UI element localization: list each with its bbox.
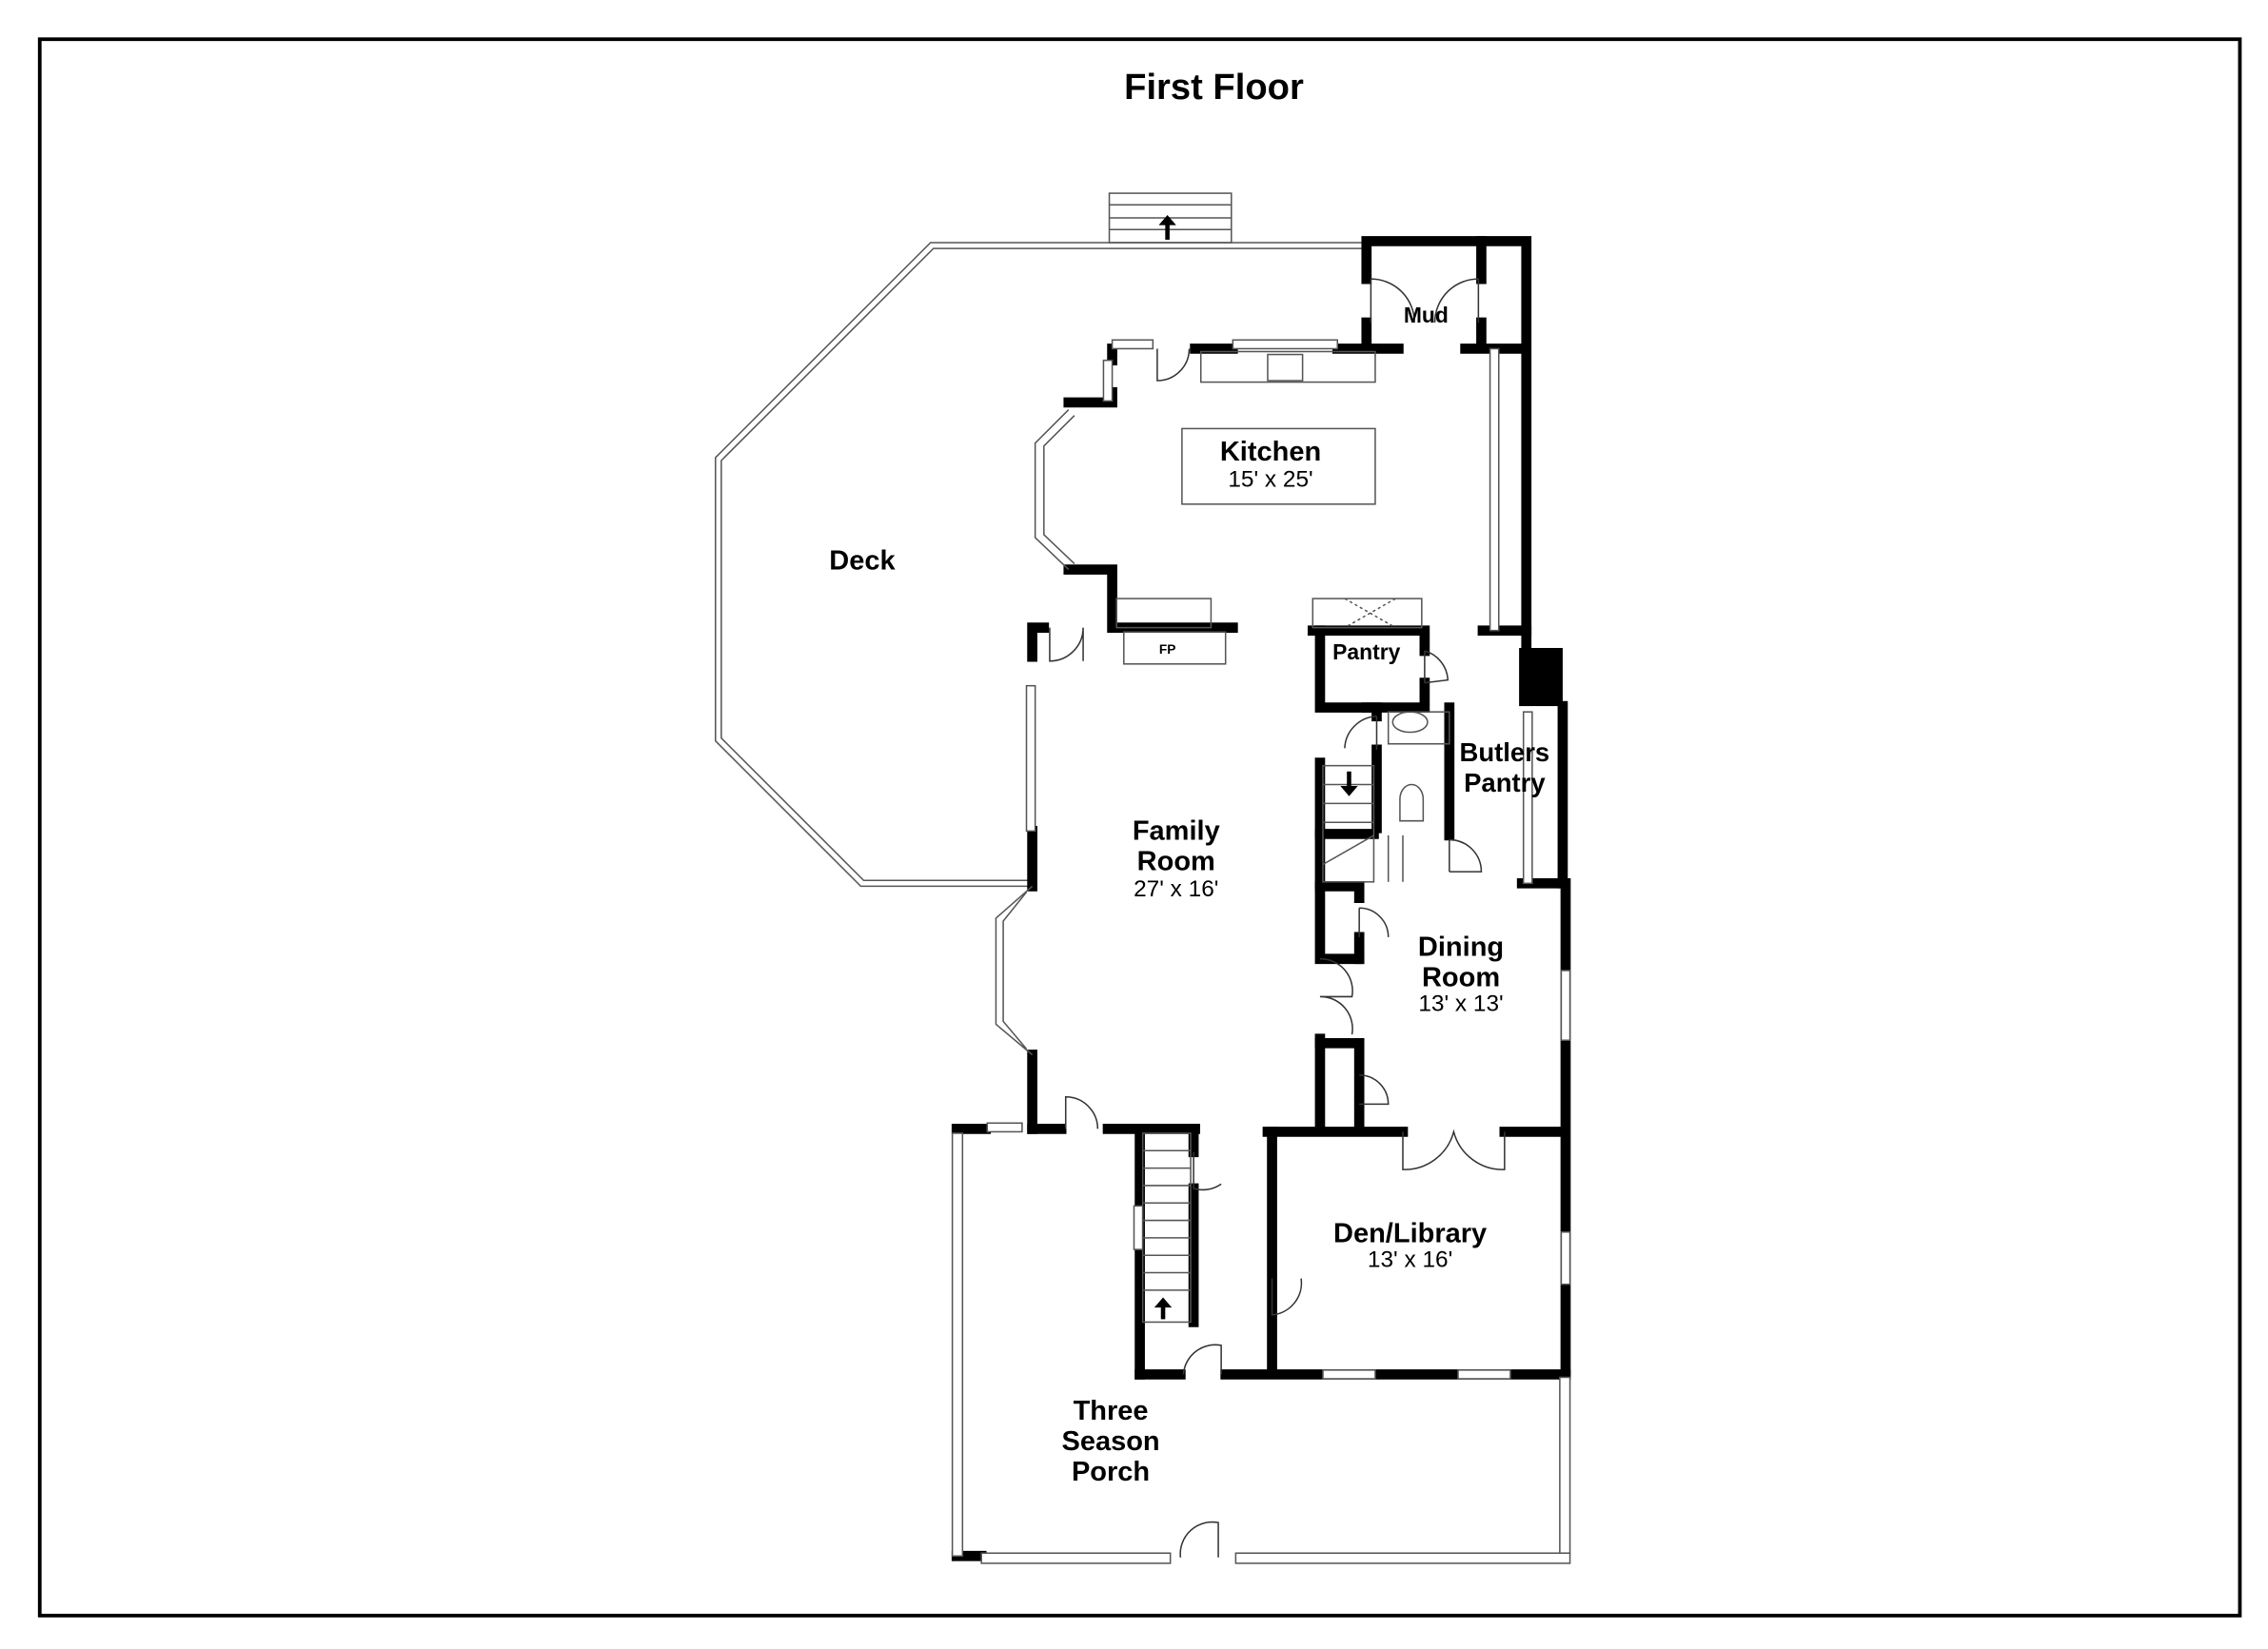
page-title: First Floor: [1124, 67, 1304, 108]
room-label-dining-room-2: Room: [1422, 963, 1500, 993]
stairs-up-arrow-icon: [1158, 214, 1176, 240]
fireplace: [1123, 631, 1227, 665]
page-border: [37, 37, 2242, 1618]
room-label-butlers-pantry-2: Pantry: [1464, 768, 1546, 797]
room-label-kitchen: Kitchen: [1220, 437, 1321, 467]
room-label-porch-2: Season: [1061, 1426, 1159, 1457]
room-label-deck: Deck: [829, 546, 896, 577]
powder-room-fixtures: [1387, 711, 1450, 822]
room-dims-den-library: 13' x 16': [1368, 1247, 1452, 1272]
room-label-butlers-pantry-1: Butlers: [1460, 737, 1550, 767]
room-label-den-library: Den/Library: [1333, 1218, 1487, 1248]
room-label-pantry: Pantry: [1332, 639, 1401, 664]
room-label-dining-room-1: Dining: [1418, 932, 1504, 963]
room-label-family-room-1: Family: [1133, 816, 1220, 847]
room-dims-family-room: 27' x 16': [1134, 876, 1218, 902]
room-label-porch-1: Three: [1074, 1396, 1149, 1426]
interior-stairs-upper: [1322, 764, 1404, 883]
room-label-porch-3: Porch: [1072, 1457, 1150, 1487]
stairs-up-arrow-icon: [1154, 1297, 1173, 1320]
room-label-mud: Mud: [1404, 303, 1449, 327]
deck-outline: [714, 242, 1367, 888]
room-label-family-room-2: Room: [1137, 847, 1215, 877]
deck-stairs: [1108, 192, 1233, 244]
interior-stairs-lower: [1141, 1132, 1192, 1324]
fireplace-hearth: [1115, 598, 1213, 629]
doors: [1049, 278, 1506, 1558]
kitchen-island: [1181, 427, 1376, 505]
pantry-shelf: [1311, 598, 1423, 629]
kitchen-counter: [1199, 350, 1376, 383]
room-dims-dining-room: 13' x 13': [1418, 991, 1503, 1017]
windows: [951, 339, 1571, 1564]
walls: [951, 236, 1571, 1561]
stairs-down-arrow-icon: [1340, 771, 1358, 796]
room-dims-kitchen: 15' x 25': [1228, 467, 1312, 493]
room-label-fp: FP: [1159, 642, 1176, 657]
